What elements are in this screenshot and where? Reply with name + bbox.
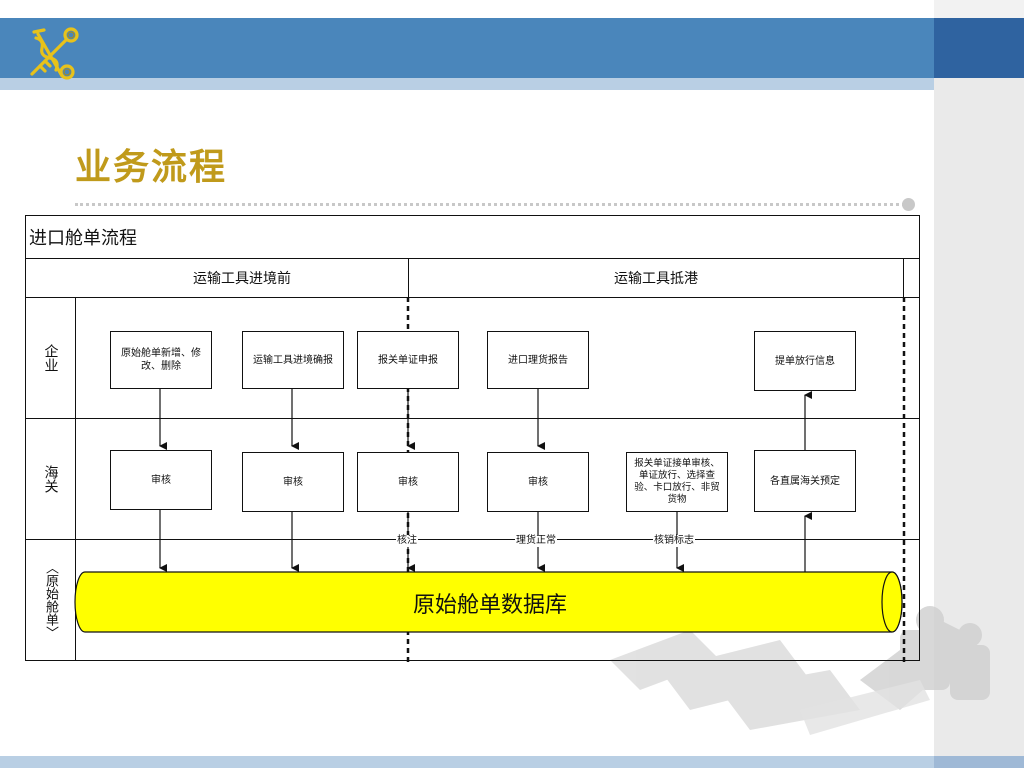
step-review-2: 审核 [242, 452, 344, 512]
phase-arrival: 运输工具抵港 [614, 271, 698, 287]
lane-manifest: 〈原始舱单〉 [43, 561, 58, 639]
divider-end-dot [902, 198, 915, 211]
lane-enterprise: 企业 [42, 344, 59, 372]
step-declaration: 报关单证申报 [357, 331, 459, 389]
note-writeoff-mark: 核销标志 [653, 535, 695, 547]
step-customs-processing: 报关单证接单审核、单证放行、选择查验、卡口放行、非贸货物 [626, 452, 728, 512]
step-manifest-edit: 原始舱单新增、修改、删除 [110, 331, 212, 389]
database-cylinder [74, 571, 903, 633]
footer-band [0, 756, 934, 768]
page-title: 业务流程 [75, 147, 228, 188]
note-verify: 核注 [396, 535, 418, 547]
step-entry-confirm: 运输工具进境确报 [242, 331, 344, 389]
database-label: 原始舱单数据库 [412, 593, 567, 618]
header-band-right [934, 18, 1024, 78]
phase-before-entry: 运输工具进境前 [193, 271, 291, 287]
step-release-info: 提单放行信息 [754, 331, 856, 391]
title-divider [75, 203, 905, 206]
flow-arrows [159, 389, 812, 572]
header-underline [0, 78, 934, 90]
step-review-4: 审核 [487, 452, 589, 512]
lane-customs: 海关 [42, 465, 59, 493]
top-strip [0, 0, 1024, 18]
customs-emblem-icon [30, 27, 79, 80]
step-customs-reservation: 各直属海关预定 [754, 450, 856, 512]
background-decoration [610, 606, 990, 735]
header-band [0, 18, 934, 78]
side-panel-top [934, 0, 1024, 18]
diagram-title: 进口舱单流程 [29, 228, 137, 249]
note-tally-normal: 理货正常 [515, 535, 557, 547]
step-tally-report: 进口理货报告 [487, 331, 589, 389]
footer-band-right [934, 756, 1024, 768]
step-review-1: 审核 [110, 450, 212, 510]
step-review-3: 审核 [357, 452, 459, 512]
